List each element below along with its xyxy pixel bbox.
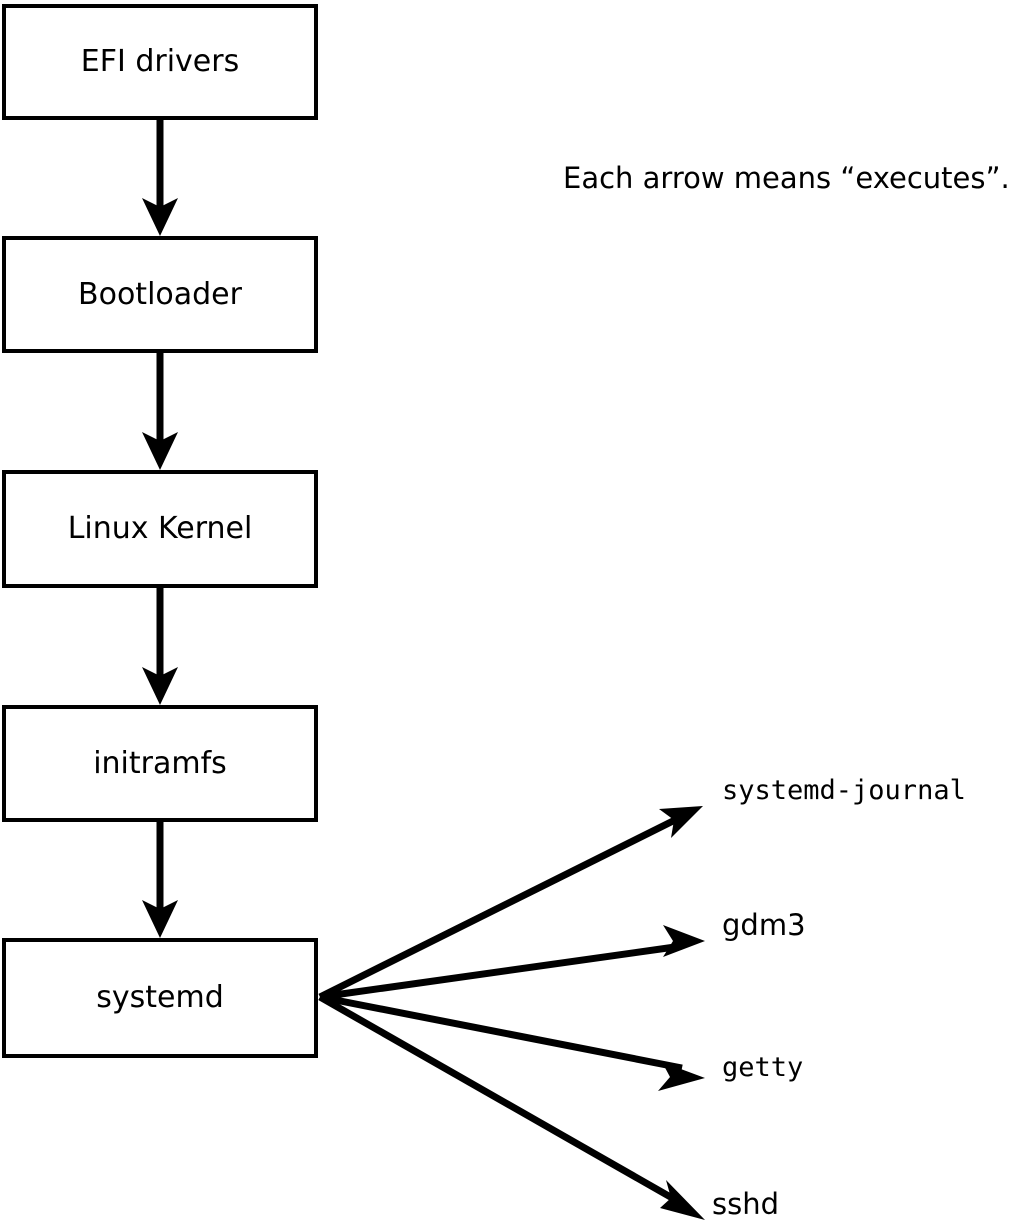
node-label-systemd: systemd bbox=[96, 980, 224, 1015]
leaf-label-sshd: sshd bbox=[712, 1187, 780, 1221]
diagram-caption: Each arrow means “executes”. bbox=[563, 161, 1010, 195]
fan-arrow-systemd-journal bbox=[318, 806, 703, 1001]
node-initramfs[interactable]: initramfs bbox=[2, 705, 318, 822]
node-efi-drivers[interactable]: EFI drivers bbox=[2, 4, 318, 120]
node-linux-kernel[interactable]: Linux Kernel bbox=[2, 470, 318, 588]
fan-arrow-getty bbox=[319, 993, 705, 1091]
node-label-linux-kernel: Linux Kernel bbox=[67, 511, 253, 546]
chain-arrow-efi-to-bootloader bbox=[142, 120, 178, 236]
leaf-label-systemd-journal: systemd-journal bbox=[722, 775, 966, 806]
node-label-bootloader: Bootloader bbox=[78, 276, 242, 312]
fan-arrow-gdm3 bbox=[319, 925, 705, 1001]
chain-arrow-initramfs-to-systemd bbox=[142, 822, 178, 938]
leaf-label-getty: getty bbox=[722, 1052, 804, 1083]
chain-arrow-kernel-to-initramfs bbox=[142, 588, 178, 705]
fan-arrow-sshd bbox=[318, 993, 705, 1220]
leaf-label-gdm3: gdm3 bbox=[722, 908, 806, 942]
node-label-efi-drivers: EFI drivers bbox=[80, 44, 240, 79]
node-bootloader[interactable]: Bootloader bbox=[2, 236, 318, 353]
node-systemd[interactable]: systemd bbox=[2, 938, 318, 1058]
chain-arrow-bootloader-to-kernel bbox=[142, 353, 178, 470]
node-label-initramfs: initramfs bbox=[93, 745, 227, 781]
